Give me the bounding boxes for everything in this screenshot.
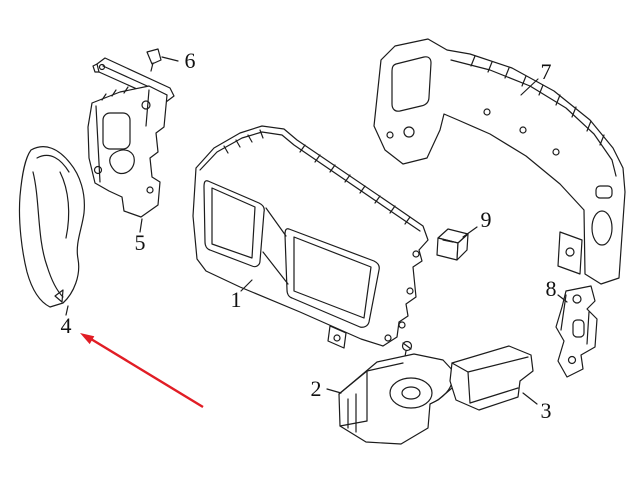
callout-label-4[interactable]: 4 (60, 313, 72, 338)
callout-label-8[interactable]: 8 (545, 276, 557, 301)
line-art (18, 38, 626, 445)
callout-label-3[interactable]: 3 (540, 398, 552, 423)
callout-label-9[interactable]: 9 (480, 207, 492, 232)
part-3-air-guide (449, 345, 534, 411)
part-8-side-bracket (555, 285, 598, 378)
callout-label-5[interactable]: 5 (134, 230, 146, 255)
callout-label-6[interactable]: 6 (184, 48, 196, 73)
callout-label-7[interactable]: 7 (540, 59, 552, 84)
part-5-side-bracket (87, 85, 168, 218)
callout-label-2[interactable]: 2 (310, 376, 322, 401)
part-9-clip (436, 228, 469, 261)
part-1-front-panel (192, 125, 429, 349)
part-4-side-air-baffle (18, 146, 85, 308)
pointer-arrow (80, 333, 204, 409)
part-2-air-duct (338, 340, 456, 445)
callout-label-1[interactable]: 1 (230, 287, 242, 312)
part-7-upper-frame (373, 38, 626, 285)
leader-lines (65, 56, 568, 405)
